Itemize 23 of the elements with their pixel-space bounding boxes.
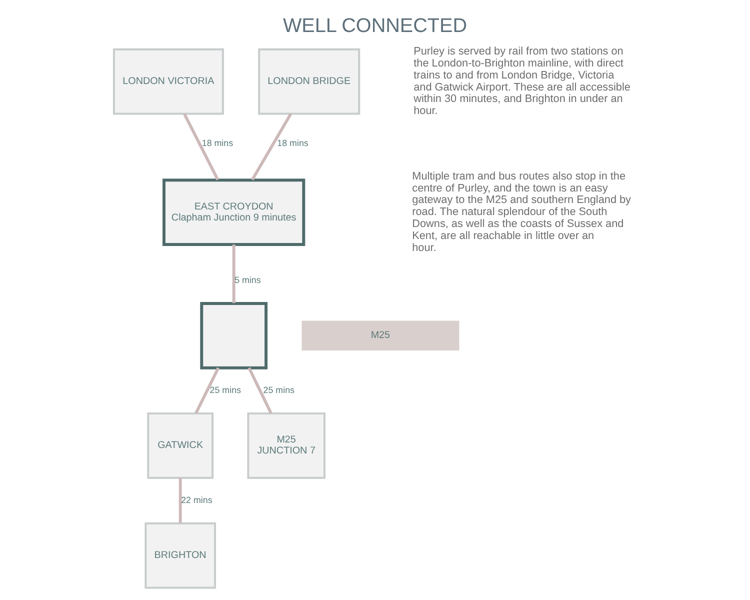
connector [232, 244, 236, 304]
label: Purley is served by rail from two stations on the London-to-Brighton mainline, with direct trains to and from London Bridge, Victoria and Gatwick Airport. These are all accessible within 30 minutes, and Brighton in under an hour. [414, 46, 630, 118]
diagram-title: WELL CONNECTED [282, 15, 468, 38]
edge-label: 18 mins [202, 138, 234, 148]
node-box: M25 JUNCTION 7 [247, 412, 326, 479]
node-box: LONDON BRIDGE [258, 48, 360, 115]
node-box: LONDON VICTORIA [112, 48, 224, 115]
node-box: GATWICK [147, 412, 214, 479]
edge-label: 18 mins [277, 138, 308, 148]
edge-label: 25 mins [210, 384, 242, 395]
edge-label: 25 mins [263, 384, 294, 395]
connector [194, 367, 220, 414]
connector [251, 113, 292, 180]
node-box: BRIGHTON [144, 522, 216, 589]
edge-label: 5 mins [234, 274, 261, 285]
connector [178, 478, 182, 524]
node-box: EAST CROYDON Clapham Junction 9 minutes [162, 178, 306, 246]
label: Multiple tram and bus routes also stop in the centre of Purley, and the town is an easy gateway to the M25 and southern England by road. The natural splendour of the South Downs, as well as the coasts of Sussex and Kent, are all reachable in little over an hour. [412, 170, 632, 254]
connector [183, 113, 220, 180]
node-box: M25 [302, 320, 460, 351]
connector [248, 367, 272, 414]
node-box [200, 302, 268, 370]
edge-label: 22 mins [181, 494, 212, 505]
